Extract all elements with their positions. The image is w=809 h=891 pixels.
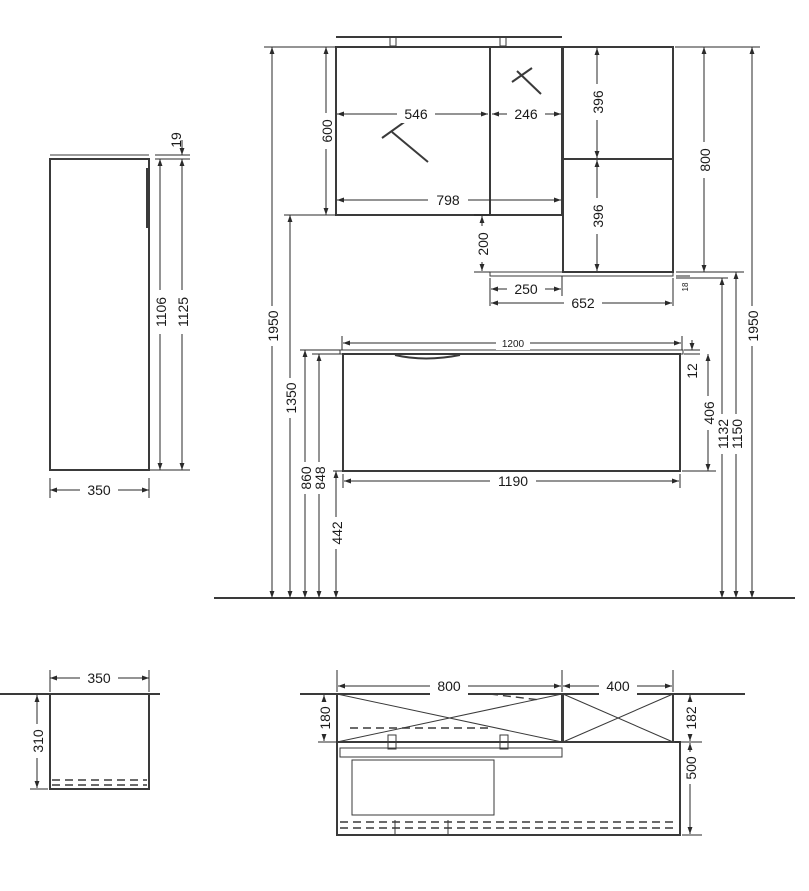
plan-top-view: 800 400 180 182 500 (300, 670, 745, 836)
dim-total-height-left: 1950 (265, 310, 281, 341)
dim-shelf-bottom-height-2: 1150 (729, 419, 745, 449)
dim-vanity-top-height: 860 (298, 466, 314, 490)
dim-plan-side-depth: 310 (30, 729, 46, 753)
plan-side-view: 350 310 (0, 669, 160, 790)
dim-compartment-top: 396 (590, 90, 606, 114)
dim-total-height-right: 1950 (745, 310, 761, 341)
dim-floor-clearance: 442 (329, 521, 345, 545)
mirror-cabinet (335, 46, 563, 216)
dim-shelf-thickness: 18 (681, 282, 690, 291)
dim-vanity-body-height: 406 (701, 401, 717, 425)
dim-plan-right-width: 400 (606, 678, 630, 694)
dim-vanity-top-width: 1200 (502, 339, 525, 350)
plan-basin (351, 759, 495, 816)
front-view: 600 546 246 798 396 396 800 200 (214, 36, 795, 599)
dim-mirror-bottom-height: 1350 (283, 382, 299, 413)
dim-body-height: 1106 (153, 297, 169, 327)
side-cabinet-body (49, 158, 150, 471)
dim-mirror-height: 600 (319, 119, 335, 143)
dim-vanity-body-width: 1190 (498, 473, 528, 489)
dim-plan-left-depth: 180 (317, 706, 333, 730)
dim-shelf-unit-height: 800 (697, 148, 713, 172)
dim-plan-left-width: 800 (437, 678, 461, 694)
dim-gap-below: 200 (475, 232, 491, 256)
plan-side-cabinet (49, 693, 150, 790)
dim-shelf-offset: 250 (514, 281, 538, 297)
dim-shelf-width: 652 (571, 295, 595, 311)
dim-plan-vanity-depth: 500 (683, 756, 699, 780)
dim-right-door: 246 (514, 106, 538, 122)
dim-vanity-top-thickness: 12 (684, 363, 700, 379)
plan-vanity (336, 741, 681, 836)
dim-compartment-bottom: 396 (590, 204, 606, 228)
vanity-body (342, 353, 681, 472)
vanity-handle (394, 354, 461, 360)
dim-shelf-bottom-height-1: 1132 (715, 419, 731, 449)
dim-left-door: 546 (404, 106, 428, 122)
side-view: 19 1106 1125 350 (49, 132, 191, 499)
dim-mirror-width: 798 (436, 192, 460, 208)
dim-top-thickness: 19 (168, 132, 184, 148)
dim-vanity-body-top-height: 848 (312, 466, 328, 490)
wall-shelf (489, 271, 674, 277)
dim-total-height: 1125 (175, 297, 191, 327)
dim-plan-right-depth: 182 (683, 706, 699, 730)
dim-side-width: 350 (87, 482, 111, 498)
dim-plan-side-width: 350 (87, 670, 111, 686)
